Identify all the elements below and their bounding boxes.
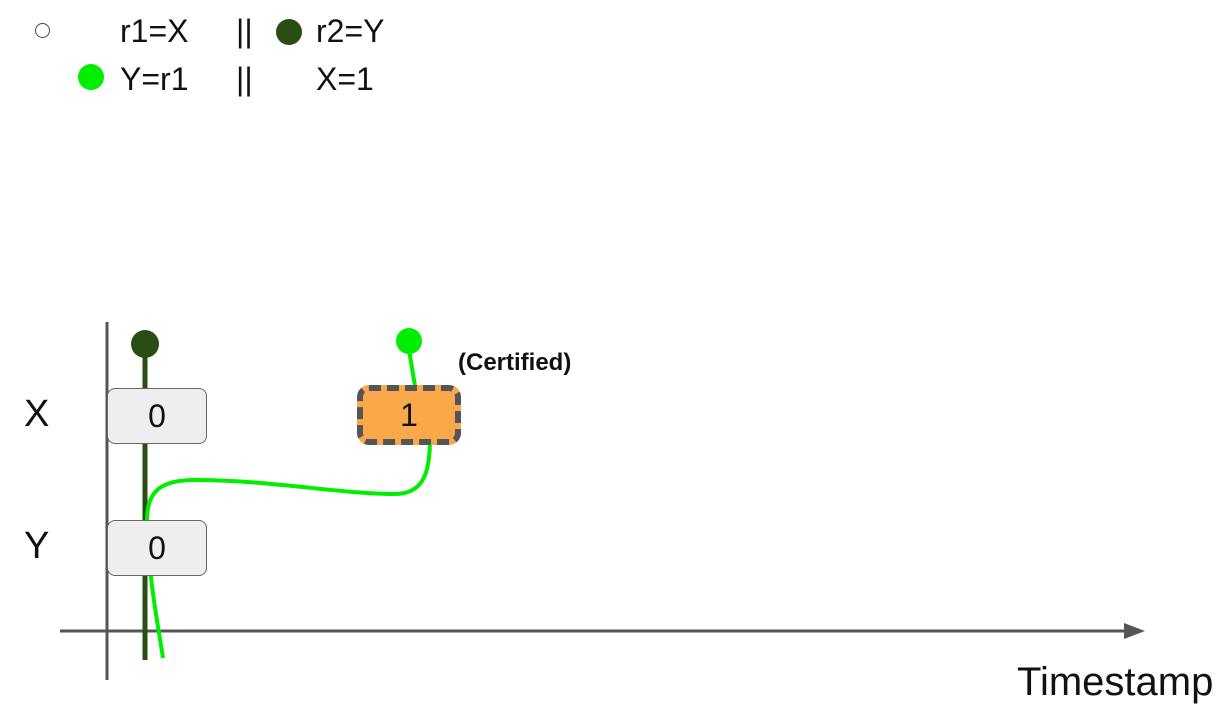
row-label-x: X [24,393,50,435]
dark-green-dot-icon [131,330,159,358]
x-cell-certified: 1 [357,385,461,445]
timestamp-axis-label: Timestamp [1017,660,1214,704]
row-label-y: Y [24,525,50,567]
bright-green-dot-icon [78,64,104,90]
thread2-row2-text: X=1 [316,61,374,97]
hollow-circle-icon [35,23,50,38]
x-cell-initial: 0 [107,388,207,444]
row2-separator: || [236,61,253,97]
thread2-row1-text: r2=Y [316,13,385,49]
y-cell-initial: 0 [107,520,207,576]
dark-green-dot-icon [276,19,302,45]
row1-separator: || [236,13,253,49]
thread1-row1-text: r1=X [120,13,189,49]
timestamp-axis-arrowhead [1124,623,1145,639]
bright-green-dot-icon [396,328,422,354]
certified-label: (Certified) [458,349,572,376]
thread1-row2-text: Y=r1 [120,61,189,97]
